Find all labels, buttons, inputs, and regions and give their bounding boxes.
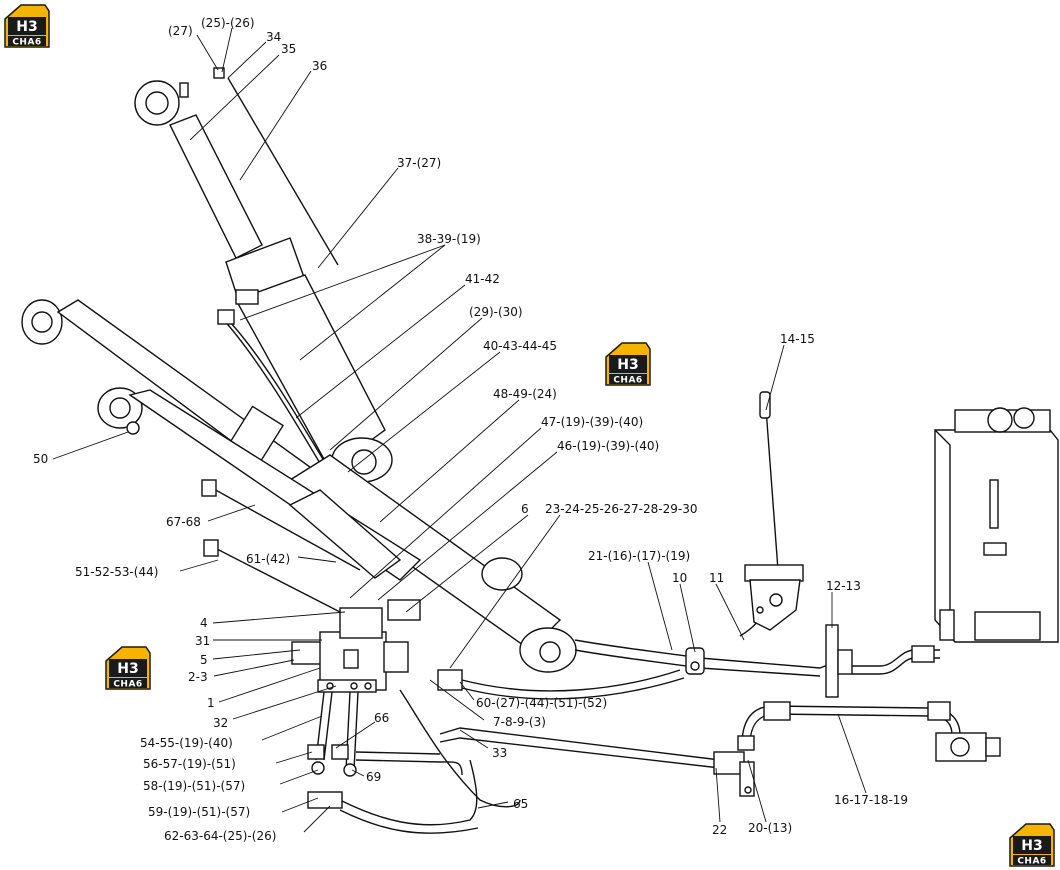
label-22: 22 — [712, 823, 727, 837]
label-6: 6 — [521, 502, 529, 516]
small-pipes — [201, 479, 361, 613]
logo-text: CHA6 — [1017, 857, 1046, 867]
tilt-cylinder — [97, 387, 523, 591]
label-38: 38-39-(19) — [417, 232, 481, 246]
label-60: 60-(27)-(44)-(51)-(52) — [476, 696, 607, 710]
logo-text: CHA6 — [113, 680, 142, 690]
label-5: 5 — [200, 653, 208, 667]
label-2: 2-3 — [188, 670, 208, 684]
label-51: 51-52-53-(44) — [75, 565, 158, 579]
label-50: 50 — [33, 452, 48, 466]
label-20: 20-(13) — [748, 821, 792, 835]
label-21: 21-(16)-(17)-(19) — [588, 549, 690, 563]
label-41: 41-42 — [465, 272, 500, 286]
label-31: 31 — [195, 634, 210, 648]
label-47: 47-(19)-(39)-(40) — [541, 415, 643, 429]
brand-logo-bottom-right: H3 CHA6 — [1009, 823, 1055, 867]
label-14: 14-15 — [780, 332, 815, 346]
return-pipe — [439, 727, 755, 797]
label-62: 62-63-64-(25)-(26) — [164, 829, 276, 843]
label-36: 36 — [312, 59, 327, 73]
pump-assembly — [737, 701, 1001, 762]
label-16: 16-17-18-19 — [834, 793, 908, 807]
leader-lines — [52, 27, 867, 833]
label-4: 4 — [200, 616, 208, 630]
upper-cylinder — [134, 67, 393, 485]
logo-mark: H3 — [117, 661, 138, 677]
logo-mark: H3 — [617, 357, 638, 373]
label-27: (27) — [168, 24, 193, 38]
part-labels: (27) (25)-(26) 34 35 36 37-(27) 38-39-(1… — [33, 16, 908, 843]
label-69: 69 — [366, 770, 381, 784]
label-23: 23-24-25-26-27-28-29-30 — [545, 502, 697, 516]
logo-text: CHA6 — [613, 376, 642, 386]
label-12: 12-13 — [826, 579, 861, 593]
brand-logo-top-left: H3 CHA6 — [4, 4, 50, 48]
label-54: 54-55-(19)-(40) — [140, 736, 233, 750]
label-1: 1 — [207, 696, 215, 710]
label-7: 7-8-9-(3) — [493, 715, 546, 729]
hydraulic-tank — [934, 407, 1059, 643]
label-59: 59-(19)-(51)-(57) — [148, 805, 250, 819]
label-33: 33 — [492, 746, 507, 760]
label-46: 46-(19)-(39)-(40) — [557, 439, 659, 453]
brand-logo-center: H3 CHA6 — [605, 342, 651, 386]
tank-pipes — [461, 611, 836, 700]
label-65: 65 — [513, 797, 528, 811]
label-11: 11 — [709, 571, 724, 585]
label-61: 61-(42) — [246, 552, 290, 566]
label-66: 66 — [374, 711, 389, 725]
lower-hoses — [307, 689, 521, 834]
boom-cylinder — [21, 299, 577, 673]
label-25-26: (25)-(26) — [201, 16, 255, 30]
label-10: 10 — [672, 571, 687, 585]
label-32: 32 — [213, 716, 228, 730]
label-58: 58-(19)-(51)-(57) — [143, 779, 245, 793]
logo-mark: H3 — [16, 19, 37, 35]
valve-block — [291, 599, 463, 693]
label-34: 34 — [266, 30, 281, 44]
logo-mark: H3 — [1021, 838, 1042, 854]
logo-text: CHA6 — [12, 38, 41, 48]
control-lever — [744, 391, 804, 631]
label-56: 56-57-(19)-(51) — [143, 757, 236, 771]
label-40: 40-43-44-45 — [483, 339, 557, 353]
bracket — [825, 624, 940, 698]
label-29: (29)-(30) — [469, 305, 523, 319]
label-67: 67-68 — [166, 515, 201, 529]
brand-logo-left: H3 CHA6 — [105, 646, 151, 690]
label-48: 48-49-(24) — [493, 387, 557, 401]
label-37: 37-(27) — [397, 156, 441, 170]
label-35: 35 — [281, 42, 296, 56]
